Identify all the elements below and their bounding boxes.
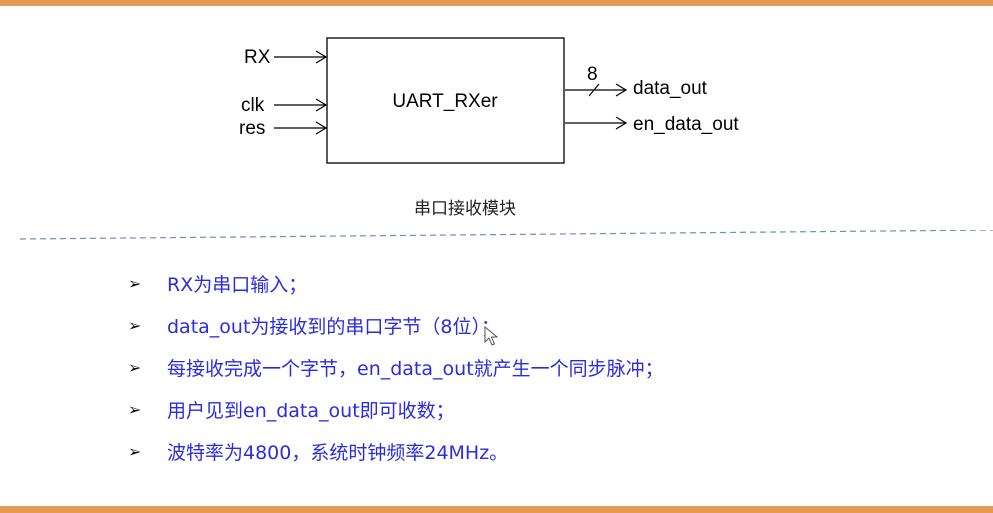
list-item-text: RX为串口输入； [167,273,308,296]
input-arrowhead-res [315,121,328,135]
output-label-en-data-out: en_data_out [633,114,739,135]
output-arrowhead-en-data-out [615,116,628,130]
bottom-accent-bar [0,506,993,513]
list-item-text: 用户见到en_data_out即可收数； [167,399,455,422]
list-item: ➢ 每接收完成一个字节，en_data_out就产生一个同步脉冲； [128,346,664,388]
arrow-bullet-icon: ➢ [128,273,142,293]
arrow-bullet-icon: ➢ [128,315,142,335]
list-item-text: 波特率为4800，系统时钟频率24MHz。 [167,441,509,464]
list-item: ➢ 波特率为4800，系统时钟频率24MHz。 [128,430,664,472]
diagram-caption: 串口接收模块 [414,199,516,219]
output-label-data-out: data_out [633,78,708,99]
uart-rxer-block [326,37,565,164]
list-item: ➢ RX为串口输入； [128,262,664,304]
list-item-text: 每接收完成一个字节，en_data_out就产生一个同步脉冲； [167,357,664,380]
block-label: UART_RXer [392,91,498,112]
list-item-text: data_out为接收到的串口字节（8位）； [167,315,501,338]
input-label-res: res [239,118,265,139]
input-label-rx: RX [244,47,271,68]
input-label-clk: clk [241,95,265,116]
mouse-pointer-icon [484,326,498,346]
arrow-bullet-icon: ➢ [128,399,142,419]
input-arrowhead-rx [315,50,328,64]
arrow-bullet-icon: ➢ [128,441,142,461]
bus-width-label: 8 [587,64,598,85]
list-item: ➢ data_out为接收到的串口字节（8位）； [128,304,664,346]
arrow-bullet-icon: ➢ [128,357,142,377]
top-accent-bar [0,0,993,6]
list-item: ➢ 用户见到en_data_out即可收数； [128,388,664,430]
input-arrowhead-clk [315,98,328,112]
dashed-divider [19,230,993,240]
output-arrowhead-data-out [615,83,628,97]
description-list: ➢ RX为串口输入； ➢ data_out为接收到的串口字节（8位）； ➢ 每接… [128,262,664,472]
bus-slash [588,83,600,97]
uart-block-diagram: UART_RXer RX clk res 8 data_out en_data_… [239,37,739,164]
